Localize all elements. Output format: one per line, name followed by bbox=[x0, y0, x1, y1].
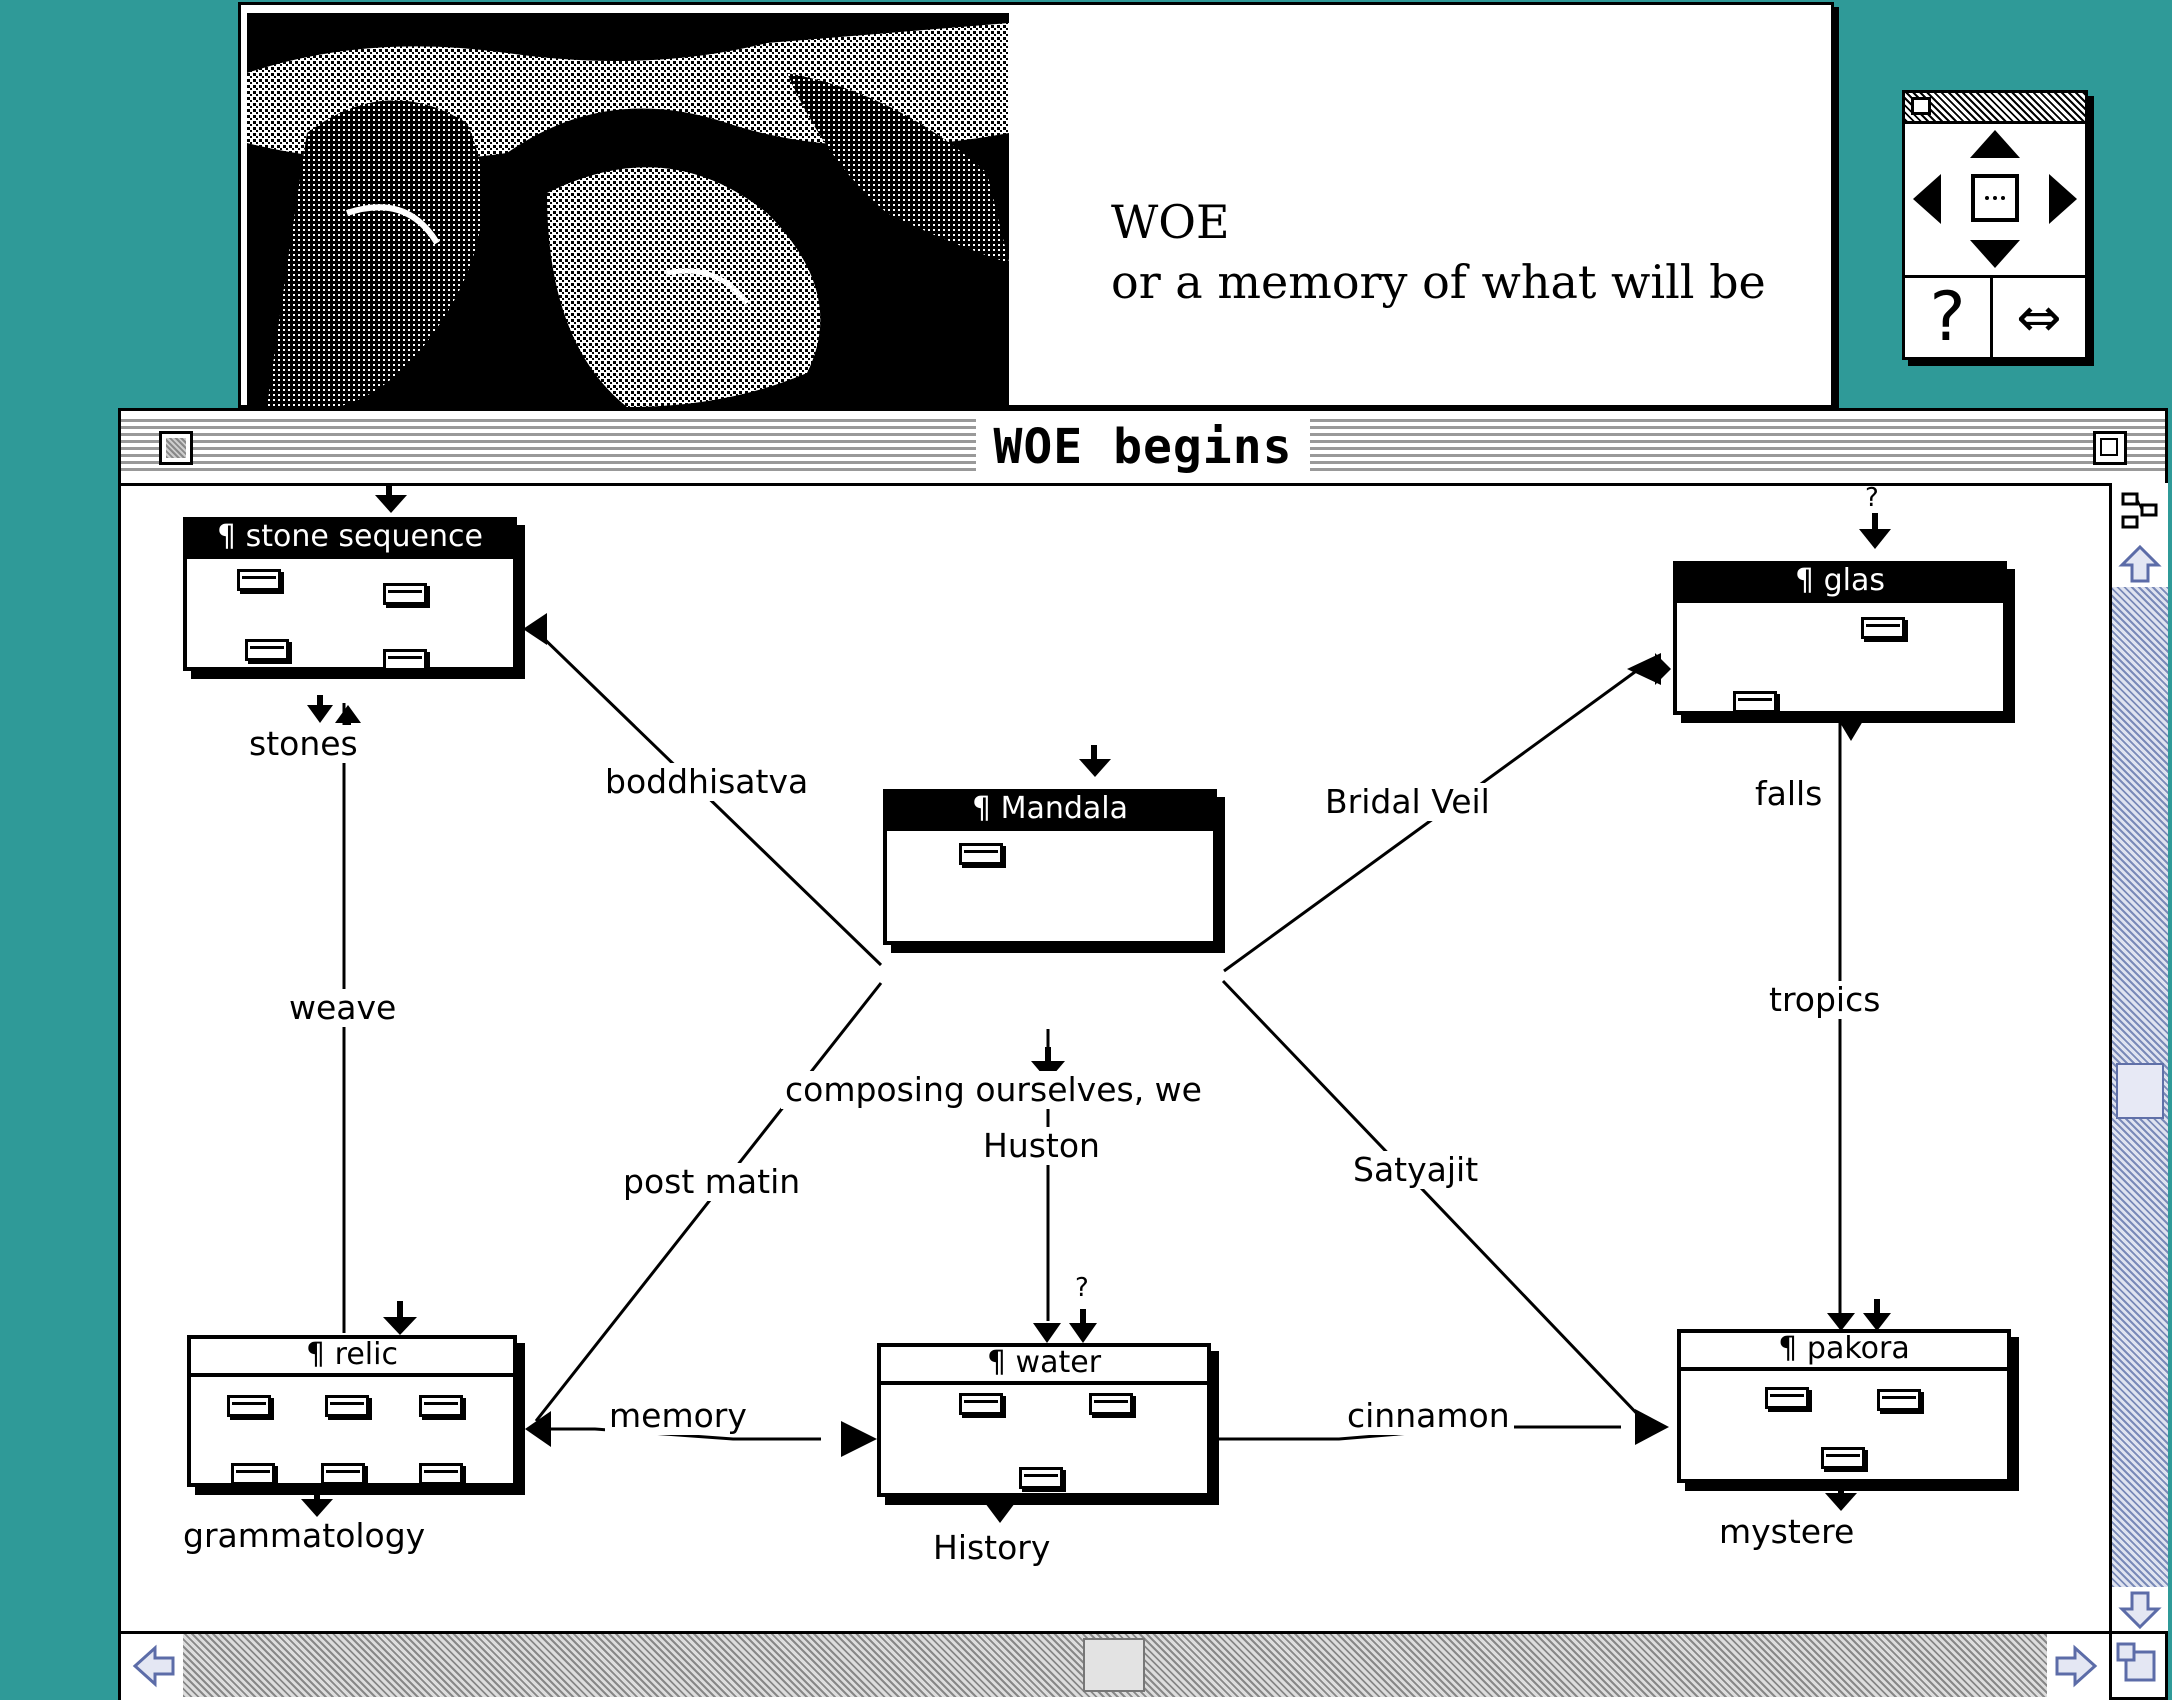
horizontal-scroll-thumb[interactable] bbox=[1083, 1638, 1145, 1692]
path-box-icon[interactable] bbox=[1089, 1393, 1133, 1415]
node-pakora[interactable]: ¶ pakora bbox=[1677, 1329, 2011, 1483]
node-mandala[interactable]: ¶ Mandala bbox=[883, 789, 1217, 945]
node-title: ¶ Mandala bbox=[887, 793, 1213, 831]
nav-up-icon[interactable] bbox=[1970, 130, 2020, 158]
card-subtitle: or a memory of what will be bbox=[1111, 255, 1766, 309]
path-box-icon[interactable] bbox=[1733, 691, 1777, 713]
node-glas[interactable]: ¶ glas bbox=[1673, 561, 2007, 715]
scroll-right-icon[interactable] bbox=[2051, 1642, 2099, 1690]
node-title: ¶ stone sequence bbox=[187, 521, 513, 559]
link-label-grammatology[interactable]: grammatology bbox=[179, 1517, 430, 1555]
zoom-box[interactable] bbox=[2093, 431, 2127, 465]
main-window: WOE begins bbox=[118, 408, 2168, 1700]
link-label-falls[interactable]: falls bbox=[1751, 775, 1827, 813]
link-label-mystere[interactable]: mystere bbox=[1715, 1513, 1859, 1551]
path-box-icon[interactable] bbox=[383, 649, 427, 671]
unknown-link-marker: ? bbox=[1865, 483, 1879, 513]
path-box-icon[interactable] bbox=[959, 843, 1003, 865]
palette-divider bbox=[1990, 275, 1993, 357]
nav-left-icon[interactable] bbox=[1913, 174, 1941, 224]
title-bar[interactable]: WOE begins bbox=[121, 411, 2165, 486]
scroll-down-icon[interactable] bbox=[2118, 1587, 2162, 1631]
link-label-composing[interactable]: composing ourselves, we bbox=[781, 1071, 1206, 1109]
card-window: WOE or a memory of what will be bbox=[238, 2, 1834, 408]
link-label-post-matin[interactable]: post matin bbox=[619, 1163, 805, 1201]
path-box-icon[interactable] bbox=[237, 569, 281, 591]
link-label-memory[interactable]: memory bbox=[605, 1397, 751, 1435]
window-title: WOE begins bbox=[975, 419, 1311, 475]
path-box-icon[interactable] bbox=[419, 1463, 463, 1485]
scroll-left-icon[interactable] bbox=[131, 1642, 179, 1690]
direction-pad bbox=[1913, 130, 2077, 268]
palette-title-bar[interactable] bbox=[1905, 93, 2085, 124]
node-title: ¶ relic bbox=[191, 1339, 513, 1377]
path-box-icon[interactable] bbox=[321, 1463, 365, 1485]
card-picture bbox=[247, 13, 1009, 407]
path-box-icon[interactable] bbox=[1765, 1387, 1809, 1409]
path-box-icon[interactable] bbox=[1877, 1389, 1921, 1411]
help-button[interactable]: ? bbox=[1929, 278, 1966, 357]
path-box-icon[interactable] bbox=[419, 1395, 463, 1417]
link-label-cinnamon[interactable]: cinnamon bbox=[1343, 1397, 1514, 1435]
path-box-icon[interactable] bbox=[245, 639, 289, 661]
vertical-scroll-thumb[interactable] bbox=[2116, 1063, 2164, 1119]
vertical-scrollbar[interactable] bbox=[2109, 483, 2168, 1631]
resize-grip-icon[interactable] bbox=[2109, 1631, 2165, 1697]
card-title: WOE bbox=[1111, 195, 1230, 249]
node-title: ¶ glas bbox=[1677, 565, 2003, 603]
nav-right-icon[interactable] bbox=[2049, 174, 2077, 224]
map-view-icon[interactable] bbox=[2120, 491, 2160, 531]
navigation-palette: ? ⇔ bbox=[1902, 90, 2088, 360]
link-label-stones[interactable]: stones bbox=[245, 725, 362, 763]
path-box-icon[interactable] bbox=[1821, 1447, 1865, 1469]
nav-down-icon[interactable] bbox=[1970, 240, 2020, 268]
path-box-icon[interactable] bbox=[325, 1395, 369, 1417]
path-box-icon[interactable] bbox=[227, 1395, 271, 1417]
path-box-icon[interactable] bbox=[383, 583, 427, 605]
node-stone-sequence[interactable]: ¶ stone sequence bbox=[183, 517, 517, 671]
resize-icon[interactable]: ⇔ bbox=[2016, 286, 2062, 349]
horizontal-scrollbar[interactable] bbox=[121, 1631, 2109, 1700]
node-title: ¶ pakora bbox=[1681, 1333, 2007, 1371]
palette-close-box[interactable] bbox=[1911, 97, 1931, 115]
path-box-icon[interactable] bbox=[231, 1463, 275, 1485]
link-label-boddhisatva[interactable]: boddhisatva bbox=[601, 763, 813, 801]
path-box-icon[interactable] bbox=[1019, 1467, 1063, 1489]
scroll-up-icon[interactable] bbox=[2118, 543, 2162, 587]
path-box-icon[interactable] bbox=[959, 1393, 1003, 1415]
palette-divider bbox=[1905, 275, 2085, 278]
node-title: ¶ water bbox=[881, 1347, 1207, 1385]
node-relic[interactable]: ¶ relic bbox=[187, 1335, 517, 1487]
path-box-icon[interactable] bbox=[1861, 617, 1905, 639]
link-label-huston[interactable]: Huston bbox=[979, 1127, 1104, 1165]
link-label-history[interactable]: History bbox=[929, 1529, 1055, 1567]
link-label-weave[interactable]: weave bbox=[285, 989, 401, 1027]
link-label-tropics[interactable]: tropics bbox=[1765, 981, 1885, 1019]
unknown-link-marker: ? bbox=[1075, 1273, 1089, 1303]
link-map: ? ? ¶ stone sequence ¶ glas ¶ Mandala ¶ … bbox=[121, 483, 2109, 1631]
link-label-bridal-veil[interactable]: Bridal Veil bbox=[1321, 783, 1494, 821]
node-water[interactable]: ¶ water bbox=[877, 1343, 1211, 1497]
close-box[interactable] bbox=[159, 431, 193, 465]
link-label-satyajit[interactable]: Satyajit bbox=[1349, 1151, 1483, 1189]
